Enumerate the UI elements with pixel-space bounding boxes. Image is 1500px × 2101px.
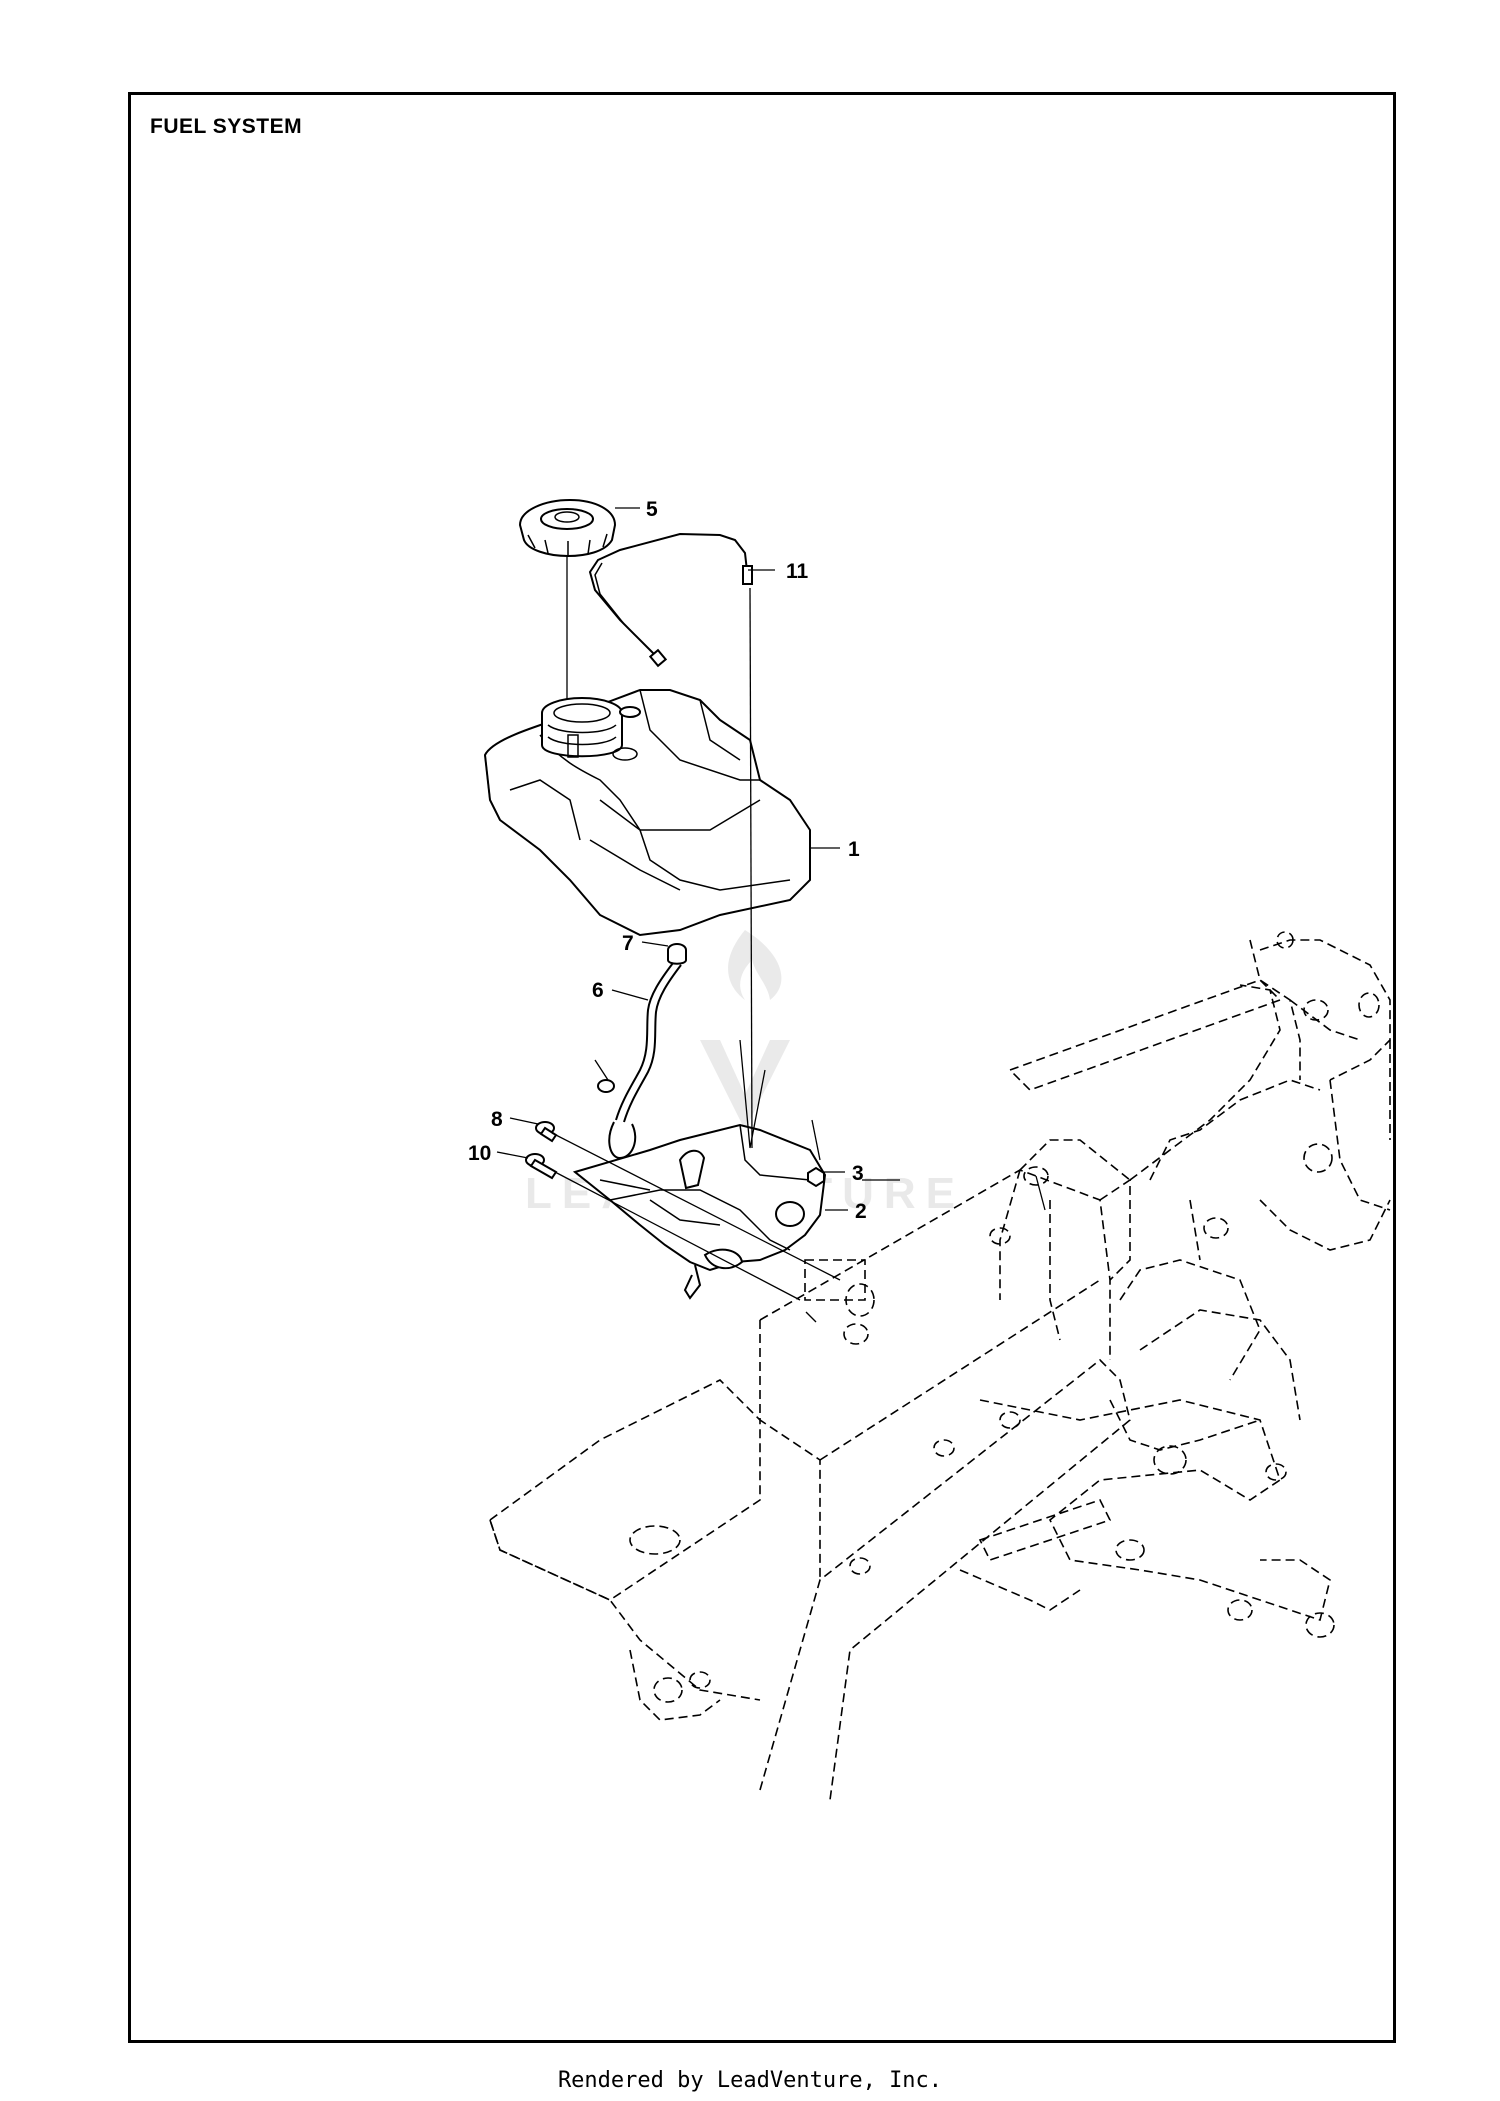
page-title: FUEL SYSTEM: [150, 115, 303, 138]
fuel-cap-part-5: [518, 498, 617, 558]
bolt-part-8: [535, 1121, 558, 1143]
diagram-frame: [128, 92, 1396, 2043]
callout-5: 5: [646, 498, 658, 521]
callout-8: 8: [491, 1108, 503, 1131]
bolt-part-10: [525, 1153, 558, 1180]
callout-7: 7: [622, 932, 634, 955]
fuel-fitting-part-7: [667, 943, 687, 965]
footer-credit: Rendered by LeadVenture, Inc.: [557, 2068, 943, 2093]
callout-leaders: [496, 507, 848, 1211]
chassis-frame: [489, 931, 1391, 1801]
callout-11: 11: [786, 560, 809, 583]
assembly-lines: [551, 555, 1046, 1323]
callouts: 5 11 1 7 6 8 10 3 2: [468, 498, 867, 1223]
bracket-part-2: [572, 1123, 827, 1300]
callout-6: 6: [592, 979, 604, 1002]
callout-10: 10: [468, 1142, 491, 1165]
vent-tube-part-11: [588, 532, 753, 668]
callout-2: 2: [855, 1200, 867, 1223]
fuel-line-part-6: [597, 962, 682, 1160]
callout-3: 3: [852, 1162, 864, 1185]
callout-1: 1: [848, 838, 860, 861]
nut-part-3: [807, 1166, 825, 1188]
fuel-tank-part-1: [483, 689, 811, 937]
